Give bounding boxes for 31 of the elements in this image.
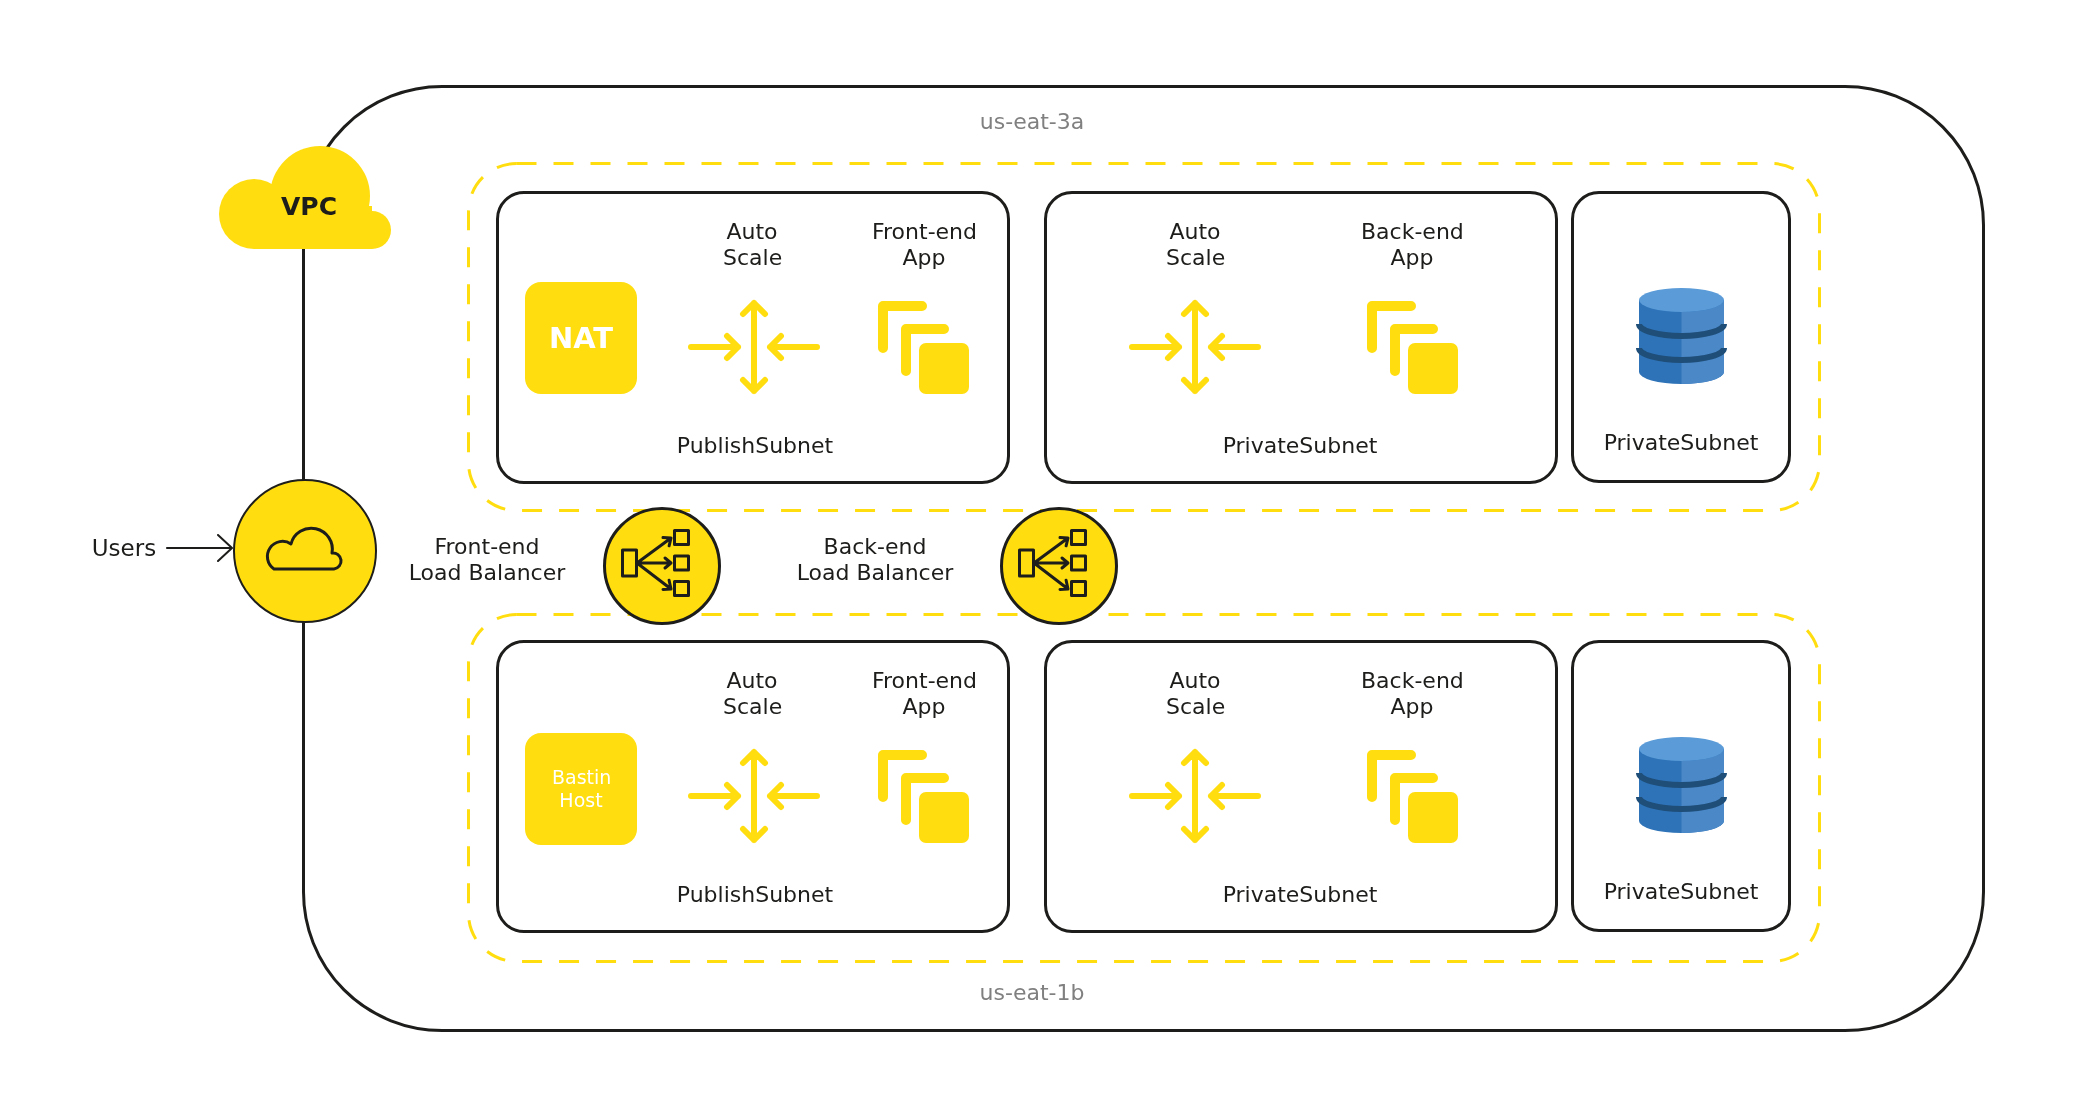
arrow (165, 534, 233, 562)
zone-label: us-eat-1b (979, 980, 1085, 1006)
icon-caption: Front-end App (872, 668, 976, 720)
subnet-container (1044, 191, 1558, 484)
service-tile (525, 282, 637, 394)
lb-caption: Front-end Load Balancer (408, 534, 566, 586)
icon-caption: Back-end App (1361, 668, 1463, 720)
lb-caption: Back-end Load Balancer (796, 534, 954, 586)
subnet-label: PrivateSubnet (1222, 882, 1378, 908)
service-tile (525, 733, 637, 845)
subnet-container (496, 640, 1010, 933)
icon-caption: Back-end App (1361, 219, 1463, 271)
icon-caption: Auto Scale (723, 219, 781, 271)
tile-label: NAT (548, 320, 614, 356)
subnet-label: PrivateSubnet (1603, 879, 1759, 905)
icon-caption: Auto Scale (1166, 219, 1224, 271)
subnet-container (1571, 640, 1791, 932)
tile-label: Bastin Host (552, 766, 610, 812)
subnet-container (496, 191, 1010, 484)
zone-label: us-eat-3a (979, 109, 1085, 135)
group-title: VPC (281, 192, 337, 222)
subnet-label: PrivateSubnet (1603, 430, 1759, 456)
subnet-label: PublishSubnet (676, 433, 834, 459)
icon-caption: Auto Scale (1166, 668, 1224, 720)
subnet-container (1044, 640, 1558, 933)
subnet-label: PublishSubnet (676, 882, 834, 908)
subnet-container (1571, 191, 1791, 483)
icon-caption: Front-end App (872, 219, 976, 271)
actor-label: Users (91, 534, 157, 562)
subnet-label: PrivateSubnet (1222, 433, 1378, 459)
icon-caption: Auto Scale (723, 668, 781, 720)
